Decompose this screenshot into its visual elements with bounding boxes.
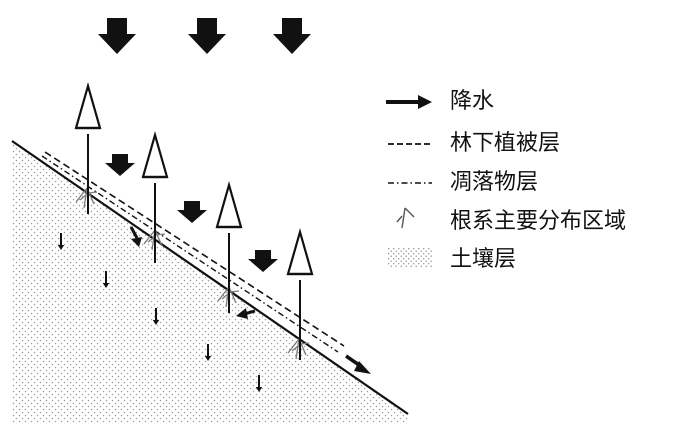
legend-label-precipitation: 降水 <box>450 89 495 114</box>
dotted-area-icon <box>388 248 432 268</box>
throughfall-arrow <box>105 154 135 176</box>
precipitation-arrow <box>98 18 136 54</box>
runoff-arrow <box>354 361 371 374</box>
legend-label-soil: 土壤层 <box>450 247 517 272</box>
legend-symbols <box>386 95 432 268</box>
legend-label-understory: 林下植被层 <box>450 131 561 156</box>
litter-layer-line <box>41 155 339 353</box>
throughfall-arrow <box>177 201 207 223</box>
ground-surface-line <box>11 140 409 415</box>
thick-arrow-icon <box>386 95 432 109</box>
understory-layer-line <box>44 151 345 347</box>
legend-label-litter: 凋落物层 <box>450 170 539 195</box>
root-icon <box>396 207 415 229</box>
flow-arrow <box>236 308 248 319</box>
soil-layer <box>12 141 408 424</box>
flow-arrow <box>129 226 139 239</box>
legend-label-roots: 根系主要分布区域 <box>450 209 627 234</box>
throughfall-arrow <box>248 250 278 272</box>
precipitation-arrow <box>273 18 311 54</box>
precipitation-arrow <box>188 18 226 54</box>
flow-arrow <box>131 237 142 247</box>
